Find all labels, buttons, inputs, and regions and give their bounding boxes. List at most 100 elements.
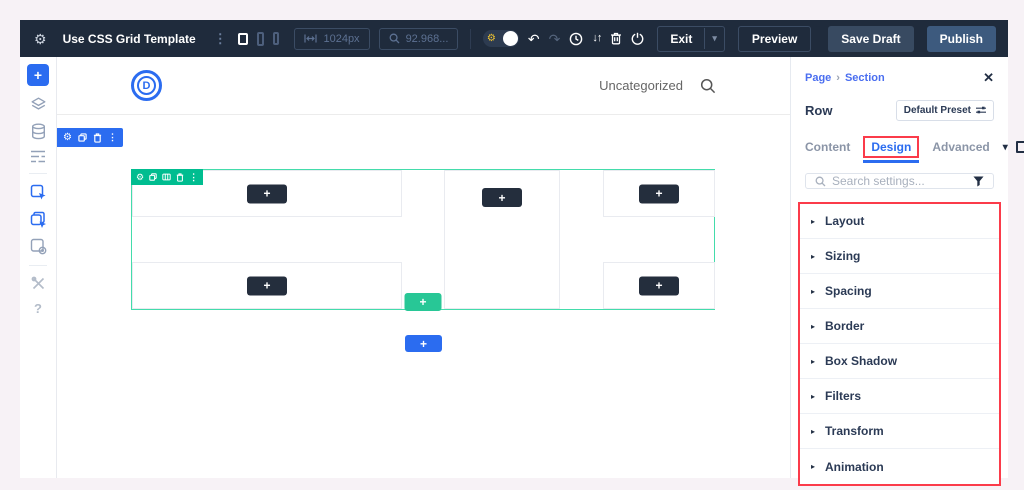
grid-section: ⚙ ⋮ +: [131, 169, 715, 310]
sidebar-divider: [29, 173, 47, 174]
add-module-button[interactable]: +: [639, 184, 679, 203]
tab-content[interactable]: Content: [805, 140, 850, 154]
history-clock-icon[interactable]: [569, 32, 583, 46]
trash-icon[interactable]: [610, 32, 622, 45]
section-trash-icon[interactable]: [93, 133, 102, 143]
multiselect-mode-icon[interactable]: [30, 211, 47, 228]
search-icon: [815, 176, 826, 187]
grid-cell: +: [603, 262, 715, 309]
phone-view-icon[interactable]: [273, 32, 279, 45]
add-content-button[interactable]: +: [27, 64, 49, 86]
category-link[interactable]: Uncategorized: [599, 78, 683, 93]
tabs-caret-icon[interactable]: ▾: [1003, 142, 1008, 153]
chevron-right-icon: ▸: [811, 252, 815, 261]
save-draft-button[interactable]: Save Draft: [828, 26, 913, 52]
site-header-preview: D Uncategorized: [57, 57, 790, 115]
accordion-item-animation[interactable]: ▸ Animation: [800, 449, 999, 484]
accordion-item-label: Sizing: [825, 249, 860, 263]
layers-icon[interactable]: [30, 96, 47, 113]
element-title: Row: [805, 103, 832, 118]
chevron-right-icon: ▸: [811, 427, 815, 436]
accordion-item-label: Spacing: [825, 284, 872, 298]
accordion-highlight-annotation: ▸ Layout ▸ Sizing ▸ Spacing ▸ Border ▸: [798, 202, 1001, 486]
accordion-item-label: Layout: [825, 214, 864, 228]
builder-mode-toggle[interactable]: ⚙: [483, 30, 519, 47]
undo-icon[interactable]: ↶: [528, 32, 540, 46]
divi-logo-letter: D: [137, 76, 156, 95]
accordion-item-filters[interactable]: ▸ Filters: [800, 379, 999, 414]
expand-panel-icon[interactable]: [1016, 141, 1024, 153]
add-section-button[interactable]: +: [405, 335, 442, 352]
exit-button-group: Exit ▾: [657, 26, 725, 52]
accordion-item-sizing[interactable]: ▸ Sizing: [800, 239, 999, 274]
redo-icon[interactable]: ↷: [549, 32, 561, 46]
more-options-icon[interactable]: ⋮: [214, 31, 227, 47]
chevron-right-icon: ▸: [811, 357, 815, 366]
exit-button[interactable]: Exit: [658, 27, 704, 51]
divi-logo[interactable]: D: [131, 70, 162, 101]
filter-funnel-icon[interactable]: [973, 176, 984, 187]
preview-button[interactable]: Preview: [738, 26, 811, 52]
section-duplicate-icon[interactable]: [78, 133, 87, 142]
tools-icon[interactable]: [31, 276, 46, 291]
page-title: Use CSS Grid Template: [63, 32, 196, 46]
sidebar-divider: [29, 265, 47, 266]
row-duplicate-icon[interactable]: [149, 173, 157, 181]
section-settings-gear-icon[interactable]: ⚙: [63, 132, 72, 143]
canvas: D Uncategorized ⚙ ⋮: [57, 57, 790, 478]
chevron-right-icon: ▸: [811, 462, 815, 471]
breadcrumb: Page › Section ✕: [805, 70, 994, 86]
zoom-magnifier-icon: [389, 33, 400, 44]
desktop-view-icon[interactable]: [238, 33, 249, 45]
settings-search-input[interactable]: [832, 174, 967, 188]
canvas-width-field[interactable]: 1024px: [294, 28, 369, 50]
wireframe-view-icon[interactable]: [30, 150, 46, 163]
zoom-level-field[interactable]: 92.968...: [379, 28, 459, 50]
sort-layers-icon[interactable]: ↓↑: [592, 33, 601, 44]
default-preset-button[interactable]: Default Preset: [896, 100, 994, 121]
site-search-icon[interactable]: [700, 78, 716, 94]
add-module-button[interactable]: +: [482, 188, 522, 207]
add-module-button[interactable]: +: [247, 184, 287, 203]
accordion-item-box-shadow[interactable]: ▸ Box Shadow: [800, 344, 999, 379]
row-trash-icon[interactable]: [176, 173, 184, 182]
accordion-item-border[interactable]: ▸ Border: [800, 309, 999, 344]
row-settings-gear-icon[interactable]: ⚙: [136, 172, 144, 183]
accordion-item-spacing[interactable]: ▸ Spacing: [800, 274, 999, 309]
module-settings-icon[interactable]: [30, 238, 47, 255]
help-icon[interactable]: ?: [34, 301, 42, 316]
accordion-item-transform[interactable]: ▸ Transform: [800, 414, 999, 449]
row-more-icon[interactable]: ⋮: [189, 172, 198, 183]
database-icon[interactable]: [31, 123, 46, 140]
chevron-right-icon: ▸: [811, 392, 815, 401]
settings-panel: Page › Section ✕ Row Default Preset Cont…: [790, 57, 1008, 478]
click-mode-icon[interactable]: [30, 184, 47, 201]
accordion-item-label: Filters: [825, 389, 861, 403]
left-sidebar: + ?: [20, 57, 57, 478]
toggle-gear-icon: ⚙: [487, 34, 496, 44]
zoom-level-value: 92.968...: [406, 33, 449, 45]
tab-design[interactable]: Design: [863, 136, 919, 158]
accordion-item-layout[interactable]: ▸ Layout: [800, 204, 999, 239]
builder-window: ⚙ Use CSS Grid Template ⋮ 1024px 92.968.…: [20, 20, 1008, 478]
builder-body: + ?: [20, 57, 1008, 478]
add-row-button[interactable]: +: [405, 293, 442, 311]
exit-caret-icon[interactable]: ▾: [704, 28, 724, 49]
tab-advanced[interactable]: Advanced: [932, 140, 989, 154]
tablet-view-icon[interactable]: [257, 32, 264, 46]
settings-search-box: [805, 173, 994, 189]
page-settings-gear-icon[interactable]: ⚙: [34, 32, 47, 46]
chevron-right-icon: ▸: [811, 217, 815, 226]
breadcrumb-page-link[interactable]: Page: [805, 72, 831, 84]
portability-power-icon[interactable]: [631, 32, 644, 45]
toggle-knob: [503, 31, 518, 46]
breadcrumb-section-link[interactable]: Section: [845, 72, 885, 84]
section-toolbar: ⚙ ⋮: [57, 128, 123, 147]
add-module-button[interactable]: +: [639, 276, 679, 295]
close-icon[interactable]: ✕: [983, 70, 994, 86]
grid-cell: +: [603, 170, 715, 217]
row-columns-icon[interactable]: [162, 173, 171, 181]
add-module-button[interactable]: +: [247, 276, 287, 295]
publish-button[interactable]: Publish: [927, 26, 996, 52]
section-more-icon[interactable]: ⋮: [108, 132, 117, 143]
